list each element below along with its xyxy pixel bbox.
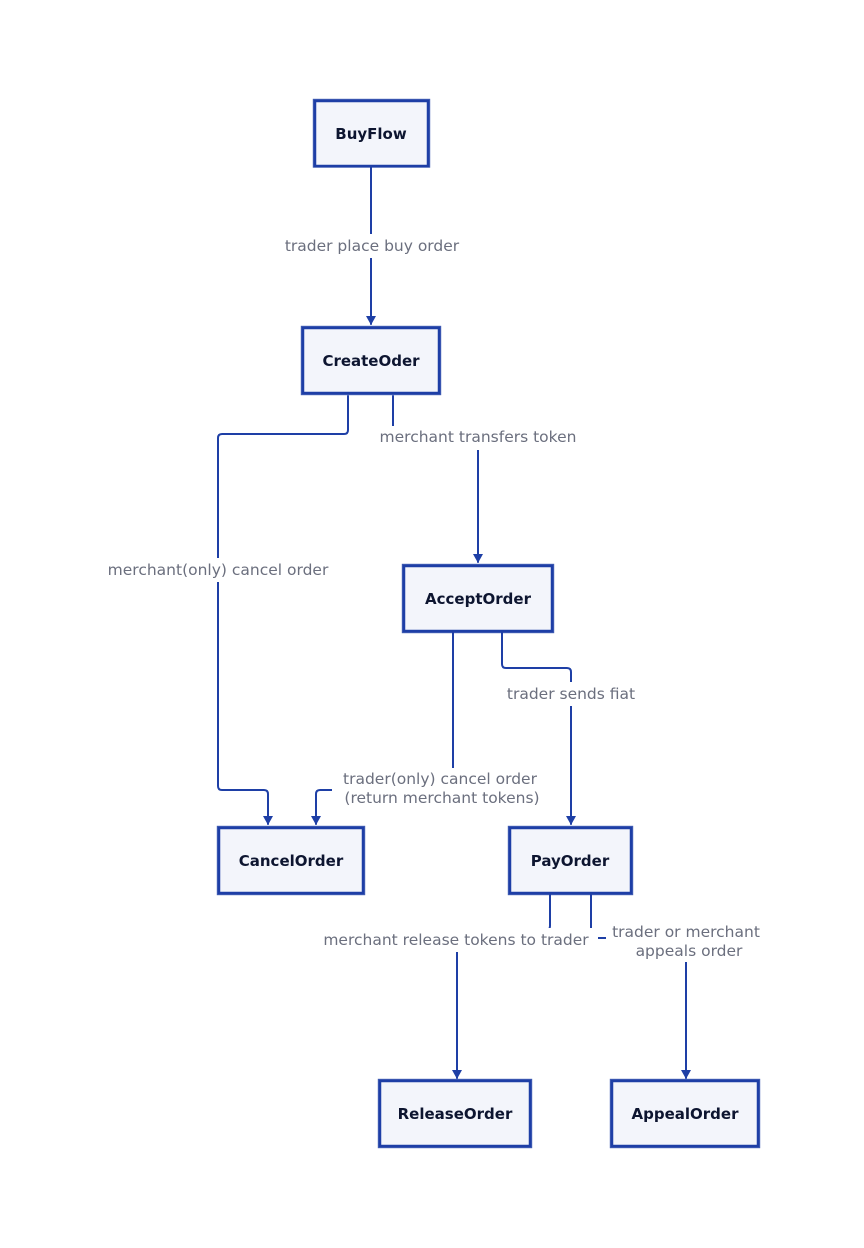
node-cancelorder: CancelOrder [216, 825, 366, 896]
node-label-appealorder: AppealOrder [632, 1105, 740, 1123]
node-acceptorder: AcceptOrder [401, 563, 555, 634]
node-createorder: CreateOder [300, 325, 442, 396]
edge-label-merchant-release-tokens: merchant release tokens to trader [323, 931, 589, 949]
node-releaseorder: ReleaseOrder [377, 1078, 533, 1149]
node-label-acceptorder: AcceptOrder [425, 590, 532, 608]
edge-label-trader-sends-fiat: trader sends fiat [507, 685, 635, 703]
edge-labels: trader place buy order merchant transfer… [98, 234, 768, 962]
edge-label-trader-or-merchant: trader or merchant [612, 923, 760, 941]
node-label-createorder: CreateOder [322, 352, 420, 370]
node-appealorder: AppealOrder [609, 1078, 761, 1149]
node-label-cancelorder: CancelOrder [239, 852, 344, 870]
node-label-payorder: PayOrder [531, 852, 610, 870]
node-label-releaseorder: ReleaseOrder [398, 1105, 513, 1123]
edge-label-appeals-order: appeals order [636, 942, 743, 960]
node-payorder: PayOrder [507, 825, 634, 896]
edge-payorder-to-releaseorder [452, 893, 551, 1079]
edge-label-place-buy-order: trader place buy order [285, 237, 460, 255]
edge-label-return-merchant-tokens: (return merchant tokens) [344, 789, 539, 807]
edge-createorder-to-acceptorder [392, 395, 483, 563]
edge-label-merchant-cancel-order: merchant(only) cancel order [108, 561, 329, 579]
edge-label-trader-cancel-order: trader(only) cancel order [343, 770, 538, 788]
node-label-buyflow: BuyFlow [335, 125, 407, 143]
edge-createorder-to-cancelorder [217, 395, 349, 825]
edge-label-merchant-transfers-token: merchant transfers token [380, 428, 577, 446]
node-buyflow: BuyFlow [312, 98, 431, 168]
edge-acceptorder-to-payorder [501, 629, 576, 825]
